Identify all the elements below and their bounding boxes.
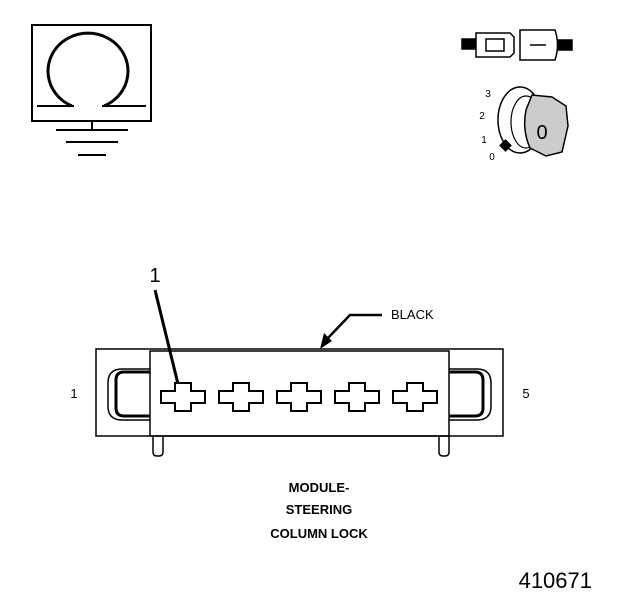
pin-label-end: 5 xyxy=(522,386,529,401)
key-position-1: 1 xyxy=(481,135,487,146)
callout-1: 1 xyxy=(149,265,186,396)
caption-line-3: COLUMN LOCK xyxy=(270,526,368,541)
connector-latch-left xyxy=(107,368,150,421)
component-caption: MODULE- STEERING COLUMN LOCK xyxy=(270,480,368,541)
connector-cavity-1 xyxy=(160,382,206,412)
connector-cavity-5 xyxy=(392,382,438,412)
caption-line-1: MODULE- xyxy=(289,480,350,495)
connector-latch-right-inner xyxy=(449,370,485,418)
ignition-key-icon: 0 3 2 1 0 xyxy=(479,86,569,163)
key-position-3: 3 xyxy=(485,89,491,100)
connector-latch-left-inner xyxy=(114,370,150,418)
connector-pin-left xyxy=(152,436,164,457)
ground-symbol xyxy=(31,24,152,156)
figure-id: 410671 xyxy=(519,568,592,593)
connector-pin-right xyxy=(438,436,450,457)
connector-cavity-2 xyxy=(218,382,264,412)
callout-arrow-shaft xyxy=(153,289,180,385)
connector-cavity-3 xyxy=(276,382,322,412)
wire-color-label: BLACK xyxy=(391,307,434,322)
connector-icon xyxy=(461,29,573,61)
connector-icon-lead-left xyxy=(461,38,477,50)
key-position-2: 2 xyxy=(479,111,485,122)
key-position-0: 0 xyxy=(489,152,495,163)
connector-cavity-4 xyxy=(334,382,380,412)
wire-color-arrowhead xyxy=(320,333,332,349)
connector-cavities xyxy=(160,382,438,412)
connector-inner-face xyxy=(149,350,450,437)
caption-line-2: STEERING xyxy=(286,502,352,517)
omega-arc xyxy=(46,31,130,108)
key-label: 0 xyxy=(536,122,547,144)
wire-color-leader xyxy=(327,313,382,339)
connector-icon-male-insert xyxy=(485,38,505,52)
callout-number: 1 xyxy=(149,265,160,287)
key-position-marker xyxy=(499,139,512,152)
connector-latch-right xyxy=(449,368,492,421)
connector-body xyxy=(95,348,504,457)
wire-color-callout: BLACK xyxy=(320,307,434,349)
pin-label-start: 1 xyxy=(70,386,77,401)
connector-icon-lead-right xyxy=(557,39,573,51)
key-body xyxy=(523,94,569,157)
